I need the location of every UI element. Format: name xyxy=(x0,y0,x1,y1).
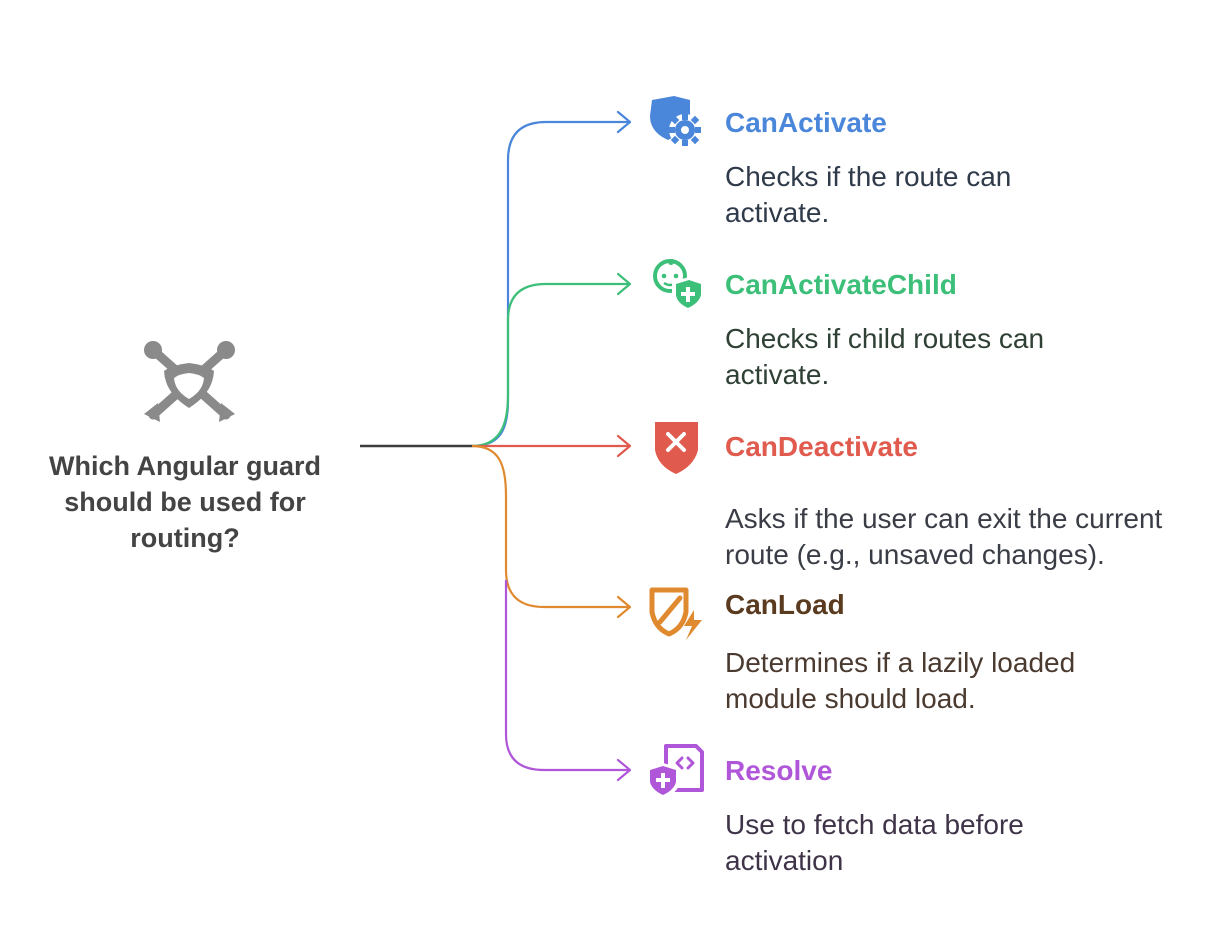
option-desc-line: activation xyxy=(725,845,844,876)
central-question: Which Angular guard should be used for r… xyxy=(49,451,321,553)
arrowhead-resolve xyxy=(616,758,632,782)
code-file-shield-icon xyxy=(646,744,704,799)
arrowhead-canload xyxy=(616,595,632,619)
branch-canload xyxy=(471,444,630,609)
option-title-canactivatechild: CanActivateChild xyxy=(725,269,957,300)
option-desc-line: Asks if the user can exit the current xyxy=(725,503,1163,534)
option-desc-line: route (e.g., unsaved changes). xyxy=(725,539,1105,570)
arrowhead-canactivatechild xyxy=(616,272,632,296)
arrowhead-canactivate xyxy=(616,110,632,134)
option-desc-line: Use to fetch data before xyxy=(725,809,1024,840)
option-desc-line: Checks if child routes can xyxy=(725,323,1045,354)
option-title-canload: CanLoad xyxy=(725,589,845,620)
branch-canactivatechild xyxy=(471,282,630,448)
option-title-resolve: Resolve xyxy=(725,755,833,786)
option-title-candeactivate: CanDeactivate xyxy=(725,431,918,462)
shield-x-icon xyxy=(655,422,698,474)
option-desc-line: activate. xyxy=(725,197,830,228)
arrowhead-candeactivate xyxy=(616,434,632,458)
option-desc-line: module should load. xyxy=(725,683,976,714)
guard-hub-icon xyxy=(144,341,235,422)
branch-resolve xyxy=(504,580,630,772)
child-shield-plus-icon xyxy=(653,259,704,312)
option-desc-line: Checks if the route can xyxy=(725,161,1012,192)
option-title-canactivate: CanActivate xyxy=(725,107,887,138)
option-desc-line: Determines if a lazily loaded xyxy=(725,647,1076,678)
shield-bolt-icon xyxy=(649,587,702,640)
shield-gear-icon xyxy=(650,96,701,146)
option-desc-line: activate. xyxy=(725,359,830,390)
